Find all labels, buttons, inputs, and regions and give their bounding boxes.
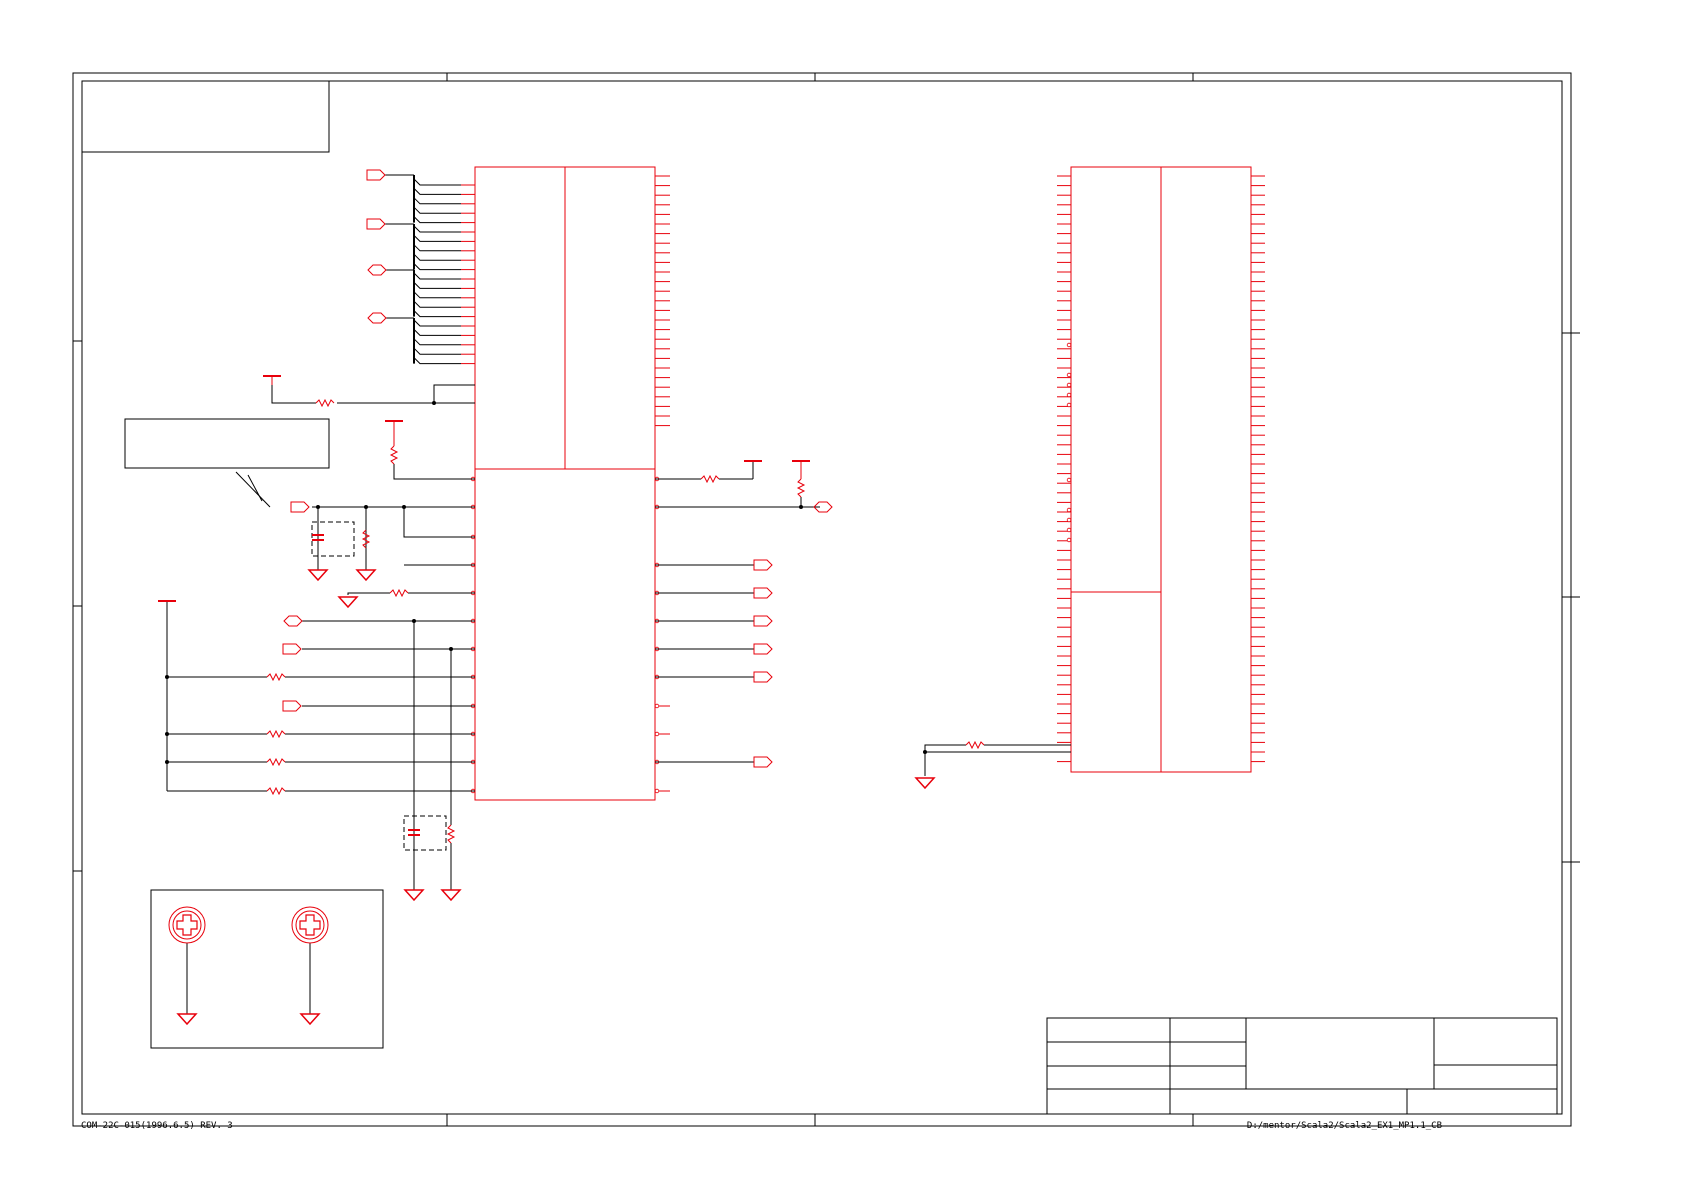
bus-entry <box>413 357 461 365</box>
bus-entry <box>413 329 461 336</box>
bus-entry <box>413 272 461 280</box>
power-rails <box>157 375 811 602</box>
pin-bubble <box>1066 342 1072 348</box>
bus-entry <box>413 253 461 261</box>
pin-bubble <box>654 731 660 737</box>
pin-bubble <box>1066 392 1072 398</box>
ic-u1 <box>474 166 656 801</box>
bus-entry <box>413 347 461 355</box>
bus-entry <box>413 300 461 308</box>
bus-entry <box>413 178 461 186</box>
pin-bubble <box>654 703 660 709</box>
bus-wiring <box>385 174 461 365</box>
bus-entry <box>413 319 461 327</box>
ic-u2 <box>1070 166 1252 773</box>
pin-bubble <box>1066 477 1072 483</box>
ground-symbols <box>177 569 935 1025</box>
bus-entry <box>413 225 461 233</box>
bus-entry <box>413 338 461 346</box>
mounting-holes <box>168 906 329 944</box>
pin-bubble <box>1066 402 1072 408</box>
bus-entry <box>413 263 461 271</box>
bus-entry <box>413 244 461 252</box>
bus-entry <box>413 197 461 205</box>
pin-bubble <box>1066 517 1072 523</box>
drawing-frame <box>72 72 1580 1127</box>
file-path: D:/mentor/Scala2/Scala2_EX1_MP1.1_CB <box>1246 1121 1442 1131</box>
wires <box>166 380 1071 1014</box>
title-block <box>1046 1017 1558 1115</box>
form-number: COM-22C-015(1996.6.5) REV. 3 <box>81 1121 233 1131</box>
pin-bubble <box>1066 372 1072 378</box>
bus-entry <box>413 188 461 195</box>
ic-u2-pins <box>1057 175 1265 763</box>
bus-entry <box>413 216 461 224</box>
bus-entry <box>413 310 461 318</box>
pin-bubble <box>1066 527 1072 533</box>
junction-dots <box>165 401 927 764</box>
pin-bubble <box>654 788 660 794</box>
pin-bubble <box>1066 382 1072 388</box>
capacitors <box>311 521 447 851</box>
pin-bubble <box>1066 507 1072 513</box>
pin-bubble <box>1066 537 1072 543</box>
bus-entry <box>413 282 461 289</box>
bus-entry <box>413 206 461 214</box>
bus-entry <box>413 291 461 299</box>
bus-entry <box>413 235 461 242</box>
